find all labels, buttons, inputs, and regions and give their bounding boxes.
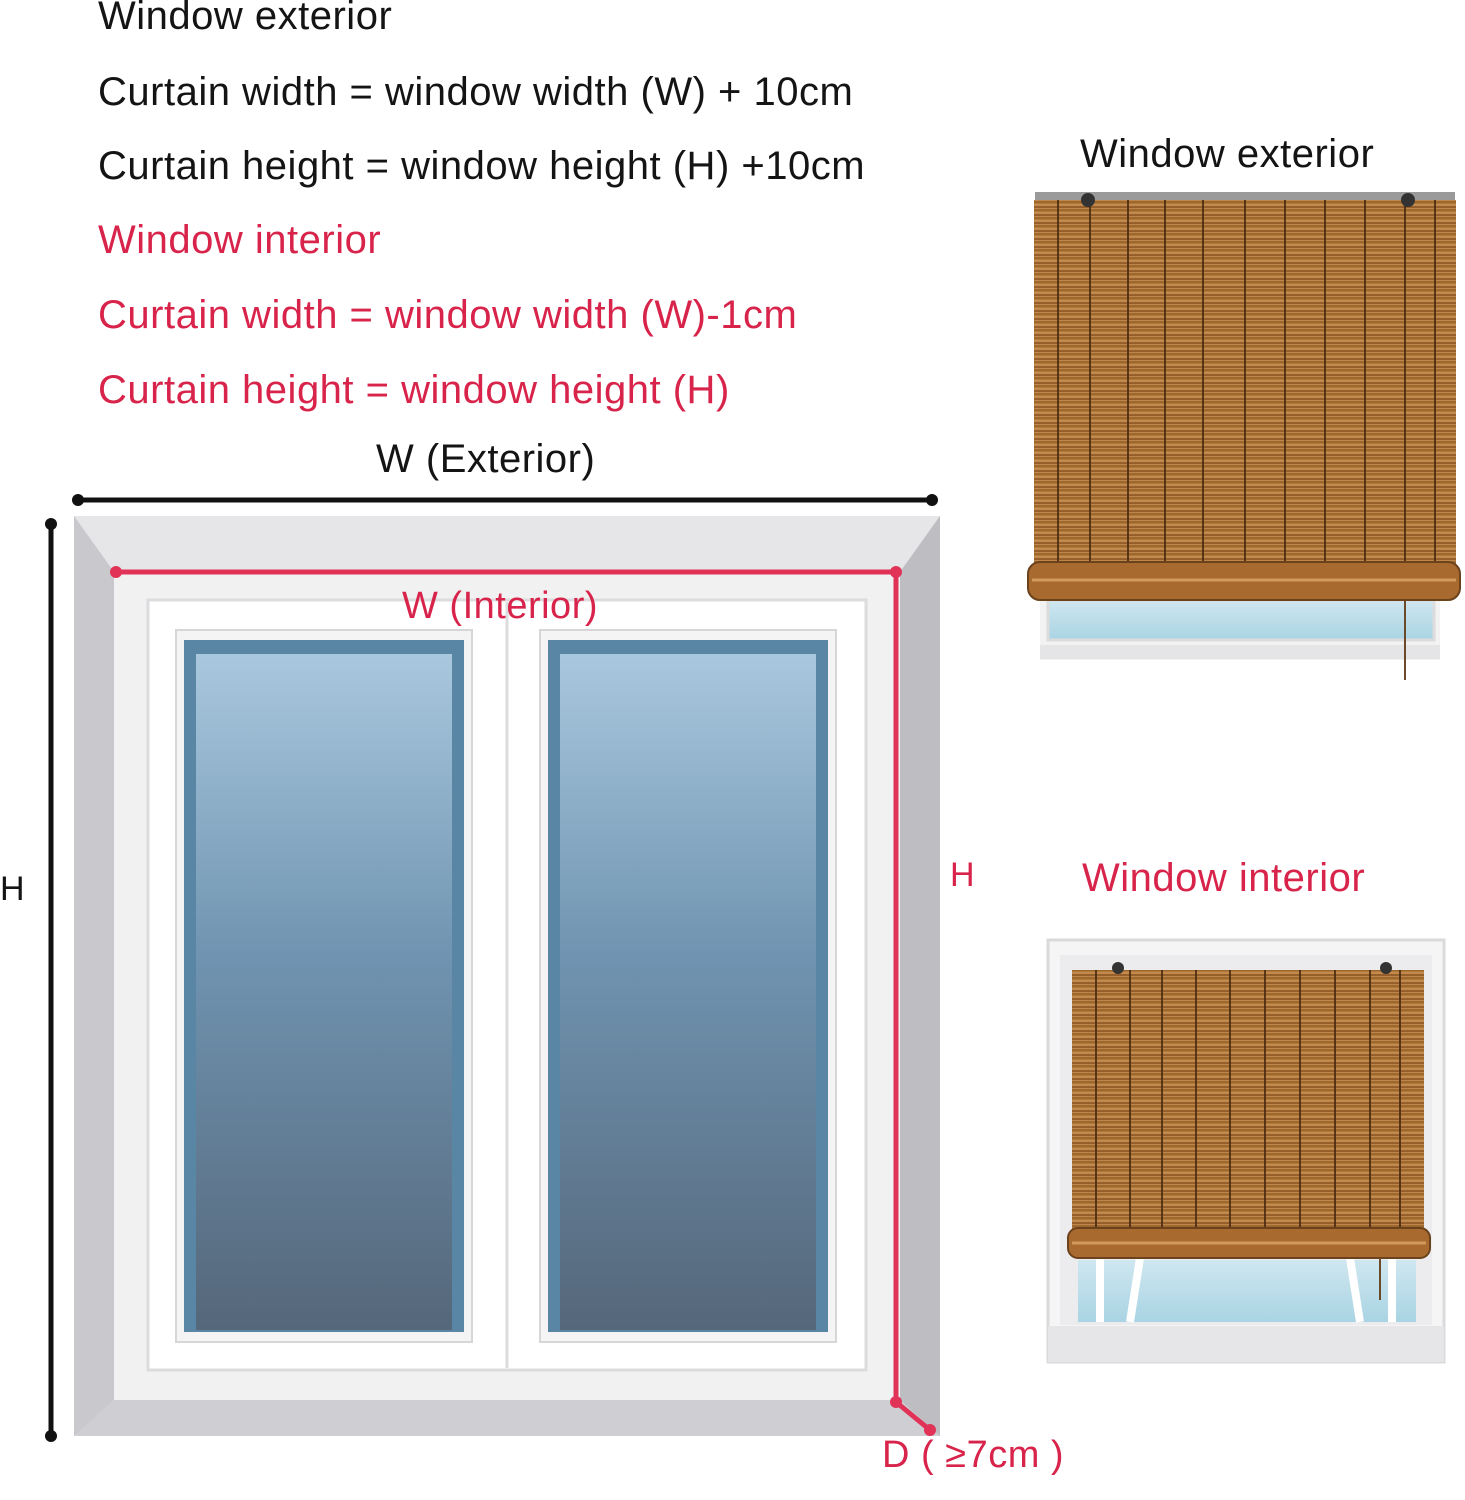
interior-example-image — [1046, 938, 1446, 1364]
height-exterior-label: H — [0, 870, 26, 908]
interior-height-rule: Curtain height = window height (H) — [98, 368, 730, 412]
interior-width-line — [110, 566, 902, 578]
interior-example-caption: Window interior — [1082, 856, 1366, 900]
width-exterior-label: W (Exterior) — [376, 437, 596, 481]
exterior-example-image — [1027, 192, 1461, 680]
exterior-width-rule: Curtain width = window width (W) + 10cm — [98, 70, 854, 114]
depth-label: D ( ≥7cm ) — [882, 1434, 1065, 1476]
exterior-height-line — [45, 518, 57, 1442]
height-interior-label: H — [950, 856, 976, 894]
interior-heading: Window interior — [98, 218, 382, 262]
exterior-heading: Window exterior — [98, 0, 393, 38]
glass-pane-left — [184, 640, 464, 1332]
width-interior-label: W (Interior) — [402, 585, 598, 627]
interior-width-rule: Curtain width = window width (W)-1cm — [98, 293, 798, 337]
depth-line — [894, 1400, 936, 1436]
exterior-width-line — [72, 494, 938, 506]
exterior-example-caption: Window exterior — [1080, 132, 1375, 176]
exterior-height-rule: Curtain height = window height (H) +10cm — [98, 144, 866, 188]
glass-pane-right — [548, 640, 828, 1332]
